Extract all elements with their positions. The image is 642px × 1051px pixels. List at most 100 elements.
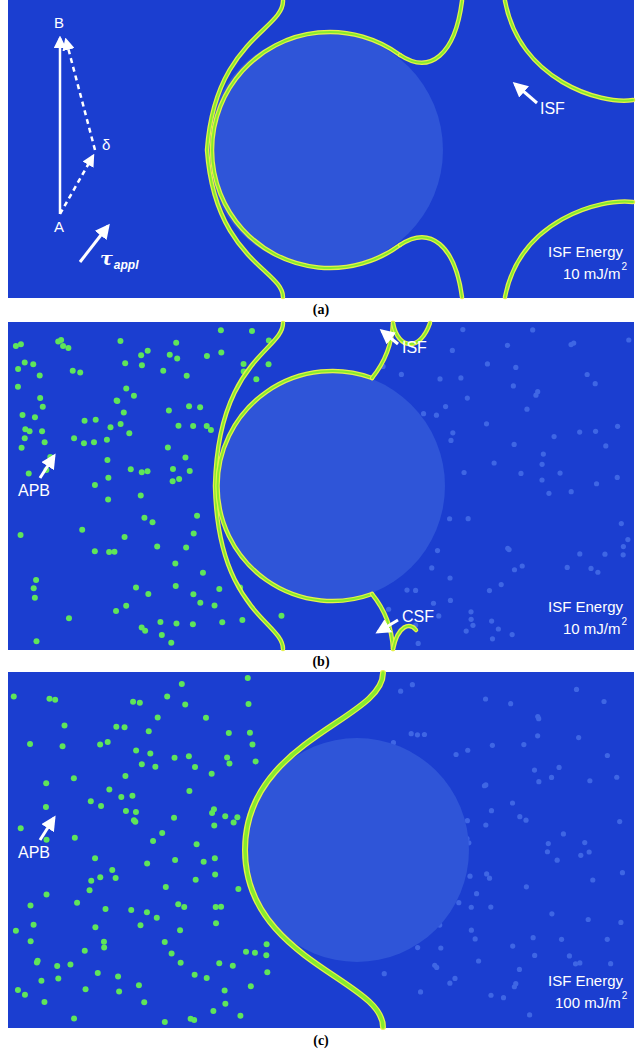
apb-dot bbox=[211, 823, 217, 829]
faded-dot bbox=[436, 613, 441, 618]
faded-dot bbox=[601, 699, 606, 704]
apb-dot bbox=[92, 482, 98, 488]
faded-dot bbox=[605, 753, 610, 758]
apb-dot bbox=[169, 950, 175, 956]
apb-dot bbox=[26, 470, 32, 476]
faded-dot bbox=[582, 840, 587, 845]
apb-dot bbox=[87, 887, 93, 893]
dislocation-line bbox=[217, 371, 372, 601]
faded-dot bbox=[517, 967, 522, 972]
faded-dot bbox=[588, 566, 593, 571]
dislocation-glow bbox=[245, 673, 383, 1027]
faded-dot bbox=[505, 343, 510, 348]
faded-dot bbox=[470, 623, 475, 628]
apb-dot bbox=[71, 435, 77, 441]
defect-label: APB bbox=[18, 844, 50, 862]
faded-dot bbox=[431, 601, 436, 606]
apb-dot bbox=[174, 355, 180, 361]
faded-dot bbox=[567, 953, 572, 958]
apb-dot bbox=[159, 830, 165, 836]
apb-dot bbox=[231, 820, 237, 826]
apb-dot bbox=[252, 950, 258, 956]
apb-dot bbox=[41, 999, 47, 1005]
apb-dot bbox=[212, 603, 218, 609]
faded-dot bbox=[576, 735, 581, 740]
faded-dot bbox=[512, 984, 517, 989]
faded-dot bbox=[490, 636, 495, 641]
arrow bbox=[40, 818, 54, 840]
faded-dot bbox=[484, 871, 489, 876]
faded-dot bbox=[499, 582, 504, 587]
faded-dot bbox=[501, 995, 506, 1000]
apb-dot bbox=[104, 437, 110, 443]
apb-dot bbox=[54, 963, 60, 969]
faded-dot bbox=[518, 471, 523, 476]
faded-dot bbox=[490, 743, 495, 748]
vector-label: δ bbox=[102, 136, 110, 153]
apb-dot bbox=[123, 603, 129, 609]
faded-dot bbox=[496, 626, 501, 631]
apb-dot bbox=[37, 373, 43, 379]
apb-dot bbox=[116, 988, 122, 994]
apb-dot bbox=[194, 841, 200, 847]
faded-dot bbox=[447, 575, 452, 580]
apb-dot bbox=[222, 987, 228, 993]
apb-dot bbox=[162, 1019, 168, 1025]
energy-label: ISF Energy bbox=[548, 598, 623, 615]
faded-dot bbox=[536, 779, 541, 784]
apb-dot bbox=[77, 370, 83, 376]
apb-dot bbox=[264, 969, 270, 975]
apb-dot bbox=[88, 798, 94, 804]
defect-label: APB bbox=[18, 482, 50, 500]
apb-dot bbox=[141, 999, 147, 1005]
apb-dot bbox=[188, 1016, 194, 1022]
apb-dot bbox=[222, 813, 228, 819]
precipitate bbox=[207, 32, 443, 268]
apb-dot bbox=[190, 591, 196, 597]
faded-dot bbox=[546, 491, 551, 496]
faded-dot bbox=[568, 342, 573, 347]
apb-dot bbox=[139, 469, 145, 475]
faded-dot bbox=[467, 874, 472, 879]
dislocation-glow bbox=[400, 237, 462, 297]
apb-dot bbox=[122, 534, 128, 540]
apb-dot bbox=[117, 338, 123, 344]
faded-dot bbox=[587, 849, 592, 854]
apb-dot bbox=[27, 741, 33, 747]
faded-dot bbox=[530, 327, 535, 332]
faded-dot bbox=[577, 551, 582, 556]
arrow bbox=[59, 38, 62, 214]
apb-dot bbox=[98, 803, 104, 809]
faded-dot bbox=[541, 451, 546, 456]
apb-dot bbox=[81, 440, 87, 446]
apb-dot bbox=[122, 360, 128, 366]
faded-dot bbox=[460, 327, 465, 332]
apb-dot bbox=[43, 804, 49, 810]
apb-dot bbox=[200, 570, 206, 576]
precipitate bbox=[215, 371, 445, 601]
apb-dot bbox=[19, 445, 25, 451]
apb-dot bbox=[114, 397, 120, 403]
faded-dot bbox=[473, 936, 478, 941]
stress-symbol: τ bbox=[100, 248, 113, 270]
apb-dot bbox=[141, 515, 147, 521]
panel bbox=[8, 322, 634, 650]
apb-dot bbox=[133, 809, 139, 815]
faded-dot bbox=[573, 961, 578, 966]
apb-dot bbox=[210, 1008, 216, 1014]
apb-dot bbox=[213, 904, 219, 910]
apb-dot bbox=[92, 855, 98, 861]
faded-dot bbox=[551, 434, 556, 439]
apb-dot bbox=[106, 549, 112, 555]
faded-dot bbox=[465, 748, 470, 753]
apb-dot bbox=[249, 328, 255, 334]
apb-dot bbox=[173, 583, 179, 589]
apb-dot bbox=[159, 632, 165, 638]
apb-dot bbox=[234, 814, 240, 820]
faded-dot bbox=[625, 537, 630, 542]
apb-dot bbox=[103, 906, 109, 912]
apb-dot bbox=[218, 904, 224, 910]
faded-dot bbox=[513, 365, 518, 370]
apb-dot bbox=[105, 475, 111, 481]
